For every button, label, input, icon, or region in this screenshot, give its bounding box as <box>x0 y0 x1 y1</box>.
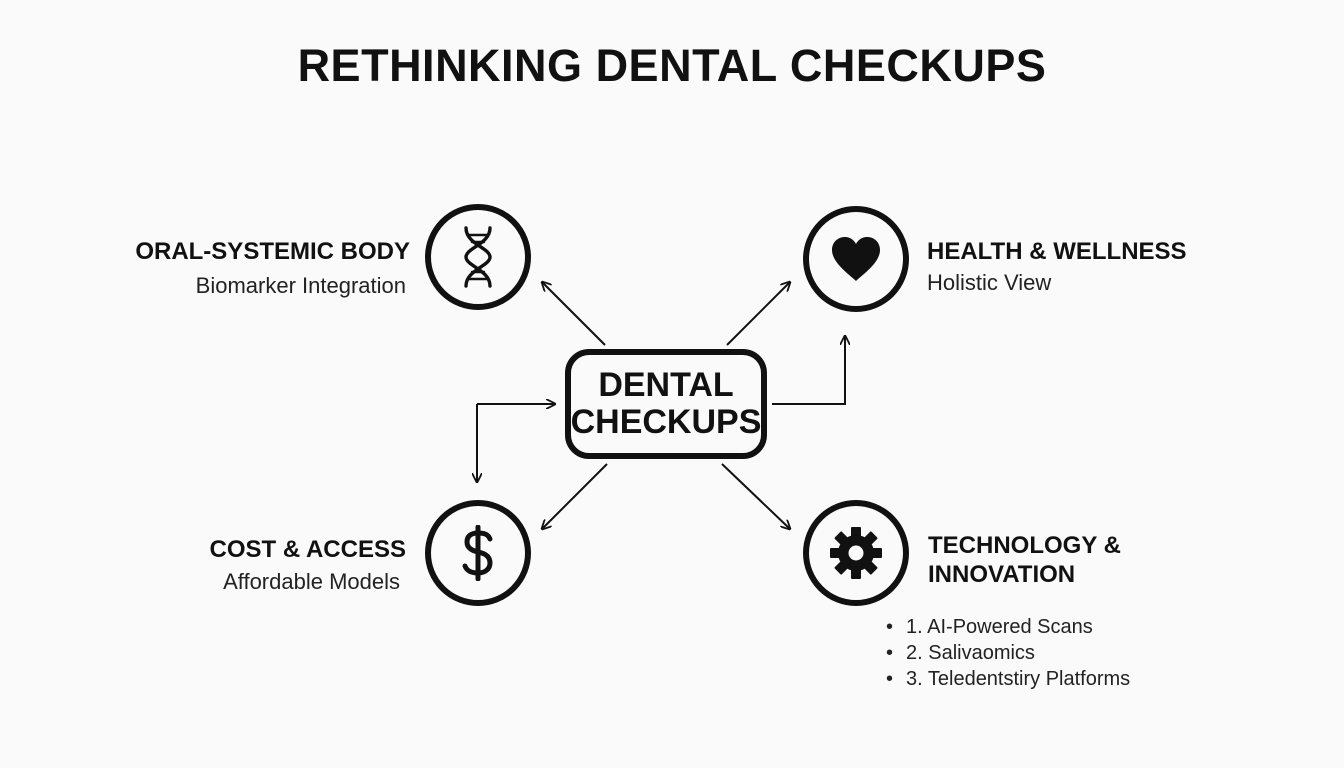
elbow-arrow-to-health <box>772 336 845 405</box>
dna-icon <box>464 226 492 288</box>
list-item: •2. Salivaomics <box>886 642 1035 664</box>
arrow-to-technology <box>721 463 790 529</box>
list-item: •3. Teledentstiry Platforms <box>886 668 1131 690</box>
health-title: HEALTH & WELLNESS <box>927 238 1187 265</box>
center-node-line1: DENTAL <box>598 366 734 404</box>
list-item: •1. AI-Powered Scans <box>886 616 1093 638</box>
arrow-to-oral-systemic <box>542 282 606 346</box>
gear-icon <box>830 527 882 579</box>
list-item-label: 1. AI-Powered Scans <box>906 616 1093 638</box>
arrow-to-health <box>726 282 790 346</box>
cost-title: COST & ACCESS <box>209 536 406 563</box>
cost-node-circle <box>425 500 531 606</box>
arrow-to-cost <box>542 463 608 529</box>
health-node-circle <box>803 206 909 312</box>
technology-list: •1. AI-Powered Scans •2. Salivaomics •3.… <box>886 614 1130 692</box>
oral-systemic-title: ORAL-SYSTEMIC BODY <box>135 238 410 265</box>
health-subtitle: Holistic View <box>927 270 1052 295</box>
center-node: DENTAL CHECKUPS <box>565 349 767 459</box>
heart-icon <box>832 237 880 281</box>
oral-systemic-subtitle: Biomarker Integration <box>195 273 406 298</box>
technology-title-line2: INNOVATION <box>928 561 1076 588</box>
list-item-label: 3. Teledentstiry Platforms <box>906 668 1131 690</box>
oral-systemic-node-circle <box>425 204 531 310</box>
list-item-label: 2. Salivaomics <box>906 642 1035 664</box>
page-title: RETHINKING DENTAL CHECKUPS <box>297 40 1047 91</box>
cost-subtitle: Affordable Models <box>223 569 400 594</box>
technology-node-circle <box>803 500 909 606</box>
technology-title-line1: TECHNOLOGY & <box>928 532 1121 559</box>
center-node-line2: CHECKUPS <box>570 403 762 441</box>
dollar-icon <box>462 525 493 581</box>
